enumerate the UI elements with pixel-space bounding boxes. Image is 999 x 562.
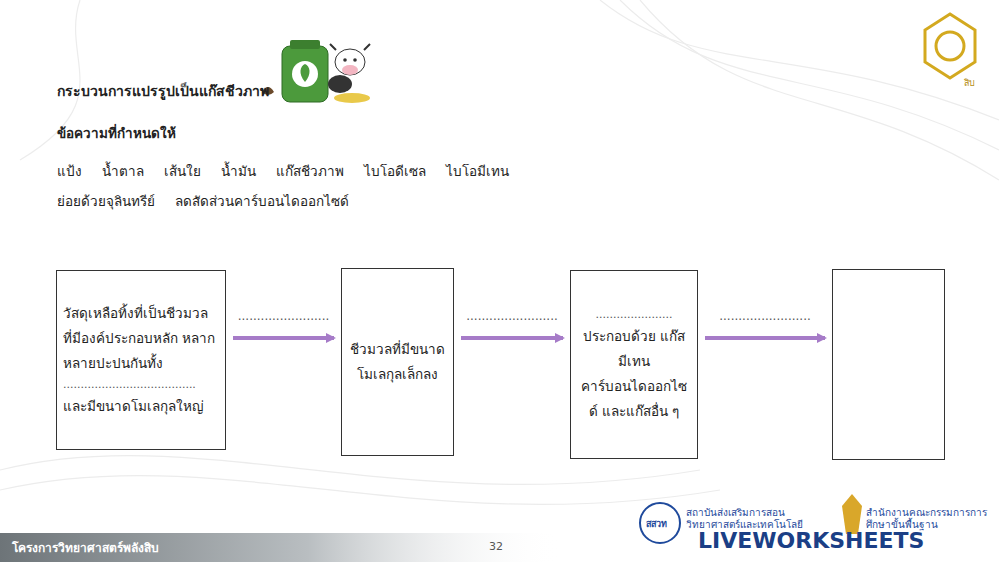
word-bank-row: แป้ง น้ำตาล เส้นใย น้ำมัน แก๊สชีวภาพ ไบโอดีเซ… — [57, 160, 509, 182]
flow-arrow — [233, 336, 334, 340]
ipst-logo — [640, 503, 680, 543]
biogas-illustration — [262, 40, 370, 103]
logo-text: สิบ — [964, 76, 975, 90]
page-number: 32 — [489, 540, 503, 553]
flow-arrow — [705, 336, 825, 340]
word-bank-item: แป้ง — [57, 160, 82, 182]
office-name: สำนักงานคณะกรรมการการศึกษาขั้นพื้นฐาน — [866, 507, 991, 531]
edge-label: ........................ — [719, 310, 811, 322]
footer-text: โครงการวิทยาศาสตร์พลังสิบ — [12, 538, 159, 557]
box-text: ชีวมวลที่มีขนาด โมเลกุลเล็กลง — [348, 337, 447, 387]
word-bank-item: ไบโอดีเซล — [364, 160, 426, 182]
box-text: ...................................... — [63, 376, 219, 394]
word-bank-item: แก๊สชีวภาพ — [276, 160, 344, 182]
word-bank-item: ไบโอมีเทน — [446, 160, 509, 182]
word-bank-item: ลดสัดส่วนคาร์บอนไดออกไซด์ — [175, 190, 349, 212]
edge-label: ........................ — [466, 310, 558, 322]
word-bank-row: ย่อยด้วยจุลินทรีย์ ลดสัดส่วนคาร์บอนไดออกไ… — [57, 190, 349, 212]
logo-text: สสวท — [646, 517, 667, 531]
process-box: ......................ประกอบด้วย แก๊สมีเ… — [570, 270, 698, 459]
word-bank-item: ย่อยด้วยจุลินทรีย์ — [57, 190, 155, 212]
process-box: วัสดุเหลือทิ้งที่เป็นชีวมวล ที่มีองค์ประ… — [56, 270, 226, 450]
box-text: วัสดุเหลือทิ้งที่เป็นชีวมวล ที่มีองค์ประ… — [63, 301, 219, 376]
subheading: ข้อความที่กำหนดให้ — [57, 122, 176, 144]
process-box: ชีวมวลที่มีขนาด โมเลกุลเล็กลง — [341, 268, 454, 456]
word-bank-item: เส้นใย — [164, 160, 201, 182]
word-bank-item: น้ำมัน — [221, 160, 256, 182]
word-bank-item: น้ำตาล — [102, 160, 144, 182]
institute-name: สถาบันส่งเสริมการสอนวิทยาศาสตร์และเทคโนโ… — [686, 507, 821, 531]
box-text: ...................... — [577, 306, 691, 324]
watermark: LIVEWORKSHEETS — [698, 528, 924, 553]
process-box — [832, 269, 945, 460]
edge-label: ........................ — [238, 310, 330, 322]
box-text: และมีขนาดโมเลกุลใหญ่ — [63, 394, 219, 419]
anniversary-logo — [925, 14, 975, 78]
box-text: ประกอบด้วย แก๊สมีเทน คาร์บอนไดออกไซด์ แล… — [577, 324, 691, 424]
flow-arrow — [461, 336, 563, 340]
title: กระบวนการแปรรูปเป็นแก๊สชีวภาพ — [57, 80, 269, 102]
